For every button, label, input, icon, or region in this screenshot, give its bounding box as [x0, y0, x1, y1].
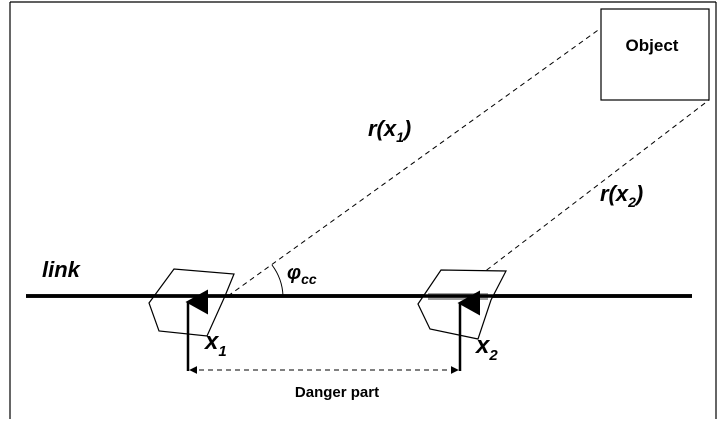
- x1-label: x1: [203, 328, 227, 360]
- x2-label: x2: [474, 332, 498, 364]
- frame: [9, 1, 717, 419]
- object-label: Object: [626, 36, 679, 55]
- object-box: [600, 8, 710, 101]
- link-label: link: [42, 257, 82, 282]
- sight-line-2: [457, 99, 710, 293]
- sight-line-1: [227, 27, 602, 297]
- danger-part-label: Danger part: [295, 384, 379, 401]
- boat-2: [26, 269, 692, 340]
- angle-arc: [271, 264, 284, 297]
- angle-label: φcc: [287, 262, 317, 287]
- boat-1: [26, 268, 692, 337]
- r-x2-label: r(x2): [600, 181, 643, 210]
- r-x1-label: r(x1): [368, 116, 411, 145]
